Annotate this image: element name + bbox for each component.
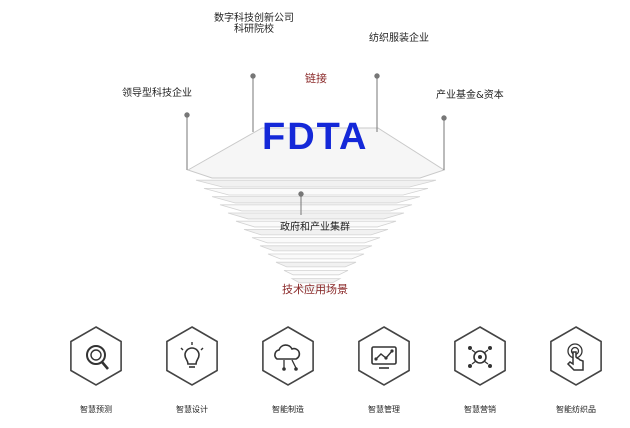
application-icon-item (256, 324, 320, 388)
pyramid-layer (195, 179, 437, 188)
hexagon-frame (454, 326, 506, 386)
hexagon-frame (262, 326, 314, 386)
target-network-icon (468, 346, 492, 368)
touch-hand-icon (566, 343, 584, 371)
pyramid-layer (290, 278, 342, 284)
connector-leading-dot (184, 112, 190, 118)
lightbulb-icon (180, 342, 204, 368)
application-icon-label: 智慧预测 (80, 405, 112, 414)
pyramid-layer (275, 261, 357, 268)
application-icon-label: 智能制造 (272, 405, 304, 414)
application-icon-item (64, 324, 128, 388)
label-digital-line1: 数字科技创新公司 (214, 13, 294, 24)
pyramid-layer (298, 286, 334, 292)
label-industry: 产业基金&资本 (436, 90, 504, 101)
pyramid-layer (219, 204, 413, 212)
application-icon-item (544, 324, 608, 388)
pyramid-layer (211, 196, 421, 204)
label-link: 链接 (305, 72, 327, 85)
label-digital-line2: 科研院校 (234, 24, 274, 35)
application-icon-label: 智能纺织品 (556, 405, 596, 414)
cloud-network-icon (274, 344, 301, 371)
pyramid-layer (203, 187, 429, 196)
layered-pyramid (184, 73, 447, 292)
pyramid-layer (259, 245, 373, 252)
label-gov: 政府和产业集群 (280, 222, 350, 233)
application-icon-item (448, 324, 512, 388)
label-textile: 纺织服装企业 (369, 33, 429, 44)
chart-monitor-icon (371, 346, 397, 369)
application-icon-label: 智慧营销 (464, 405, 496, 414)
application-icon-label: 智慧设计 (176, 405, 208, 414)
connector-lines (184, 73, 447, 215)
connector-gov-dot (298, 191, 304, 197)
hexagon-frame (70, 326, 122, 386)
hexagon-frame (358, 326, 410, 386)
hexagon-frame (550, 326, 602, 386)
application-icon-label: 智慧管理 (368, 405, 400, 414)
pyramid-layer (227, 212, 405, 220)
pyramid-layer (283, 269, 349, 276)
pyramid-layers (195, 179, 437, 292)
fdta-logo: FDTA (262, 116, 369, 158)
connector-textile-dot (374, 73, 380, 79)
application-icon-item (352, 324, 416, 388)
label-scene: 技术应用场景 (282, 283, 348, 296)
pyramid-layer (243, 228, 389, 236)
connector-industry-dot (441, 115, 447, 121)
hexagon-frame (166, 326, 218, 386)
application-icon-item (160, 324, 224, 388)
connector-digital-dot (250, 73, 256, 79)
pyramid-layer (251, 237, 381, 244)
pyramid-layer (235, 220, 397, 228)
label-leading: 领导型科技企业 (122, 88, 192, 99)
magnifier-icon (86, 345, 109, 370)
pyramid-layer (267, 253, 365, 260)
